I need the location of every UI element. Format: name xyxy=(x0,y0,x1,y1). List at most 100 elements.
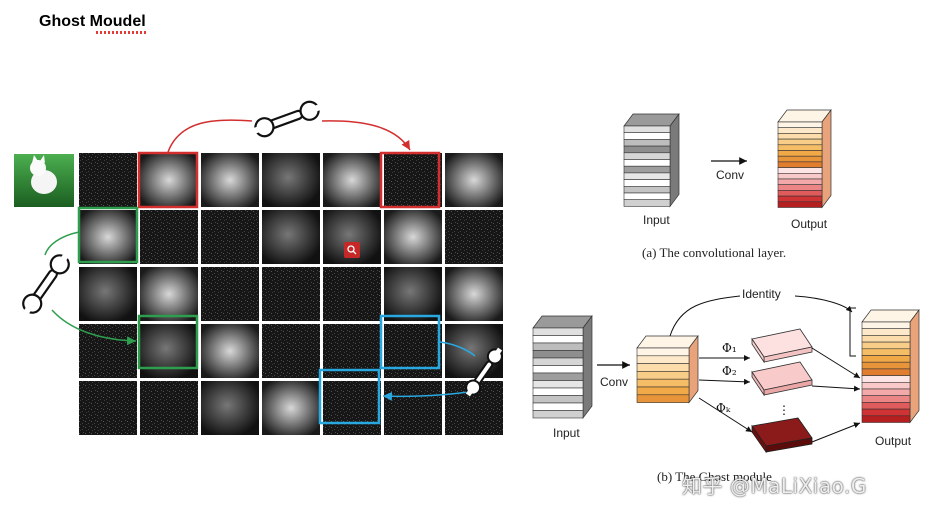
stack-layer xyxy=(778,139,822,145)
stack-layer xyxy=(637,356,689,364)
feature-map-tile xyxy=(384,381,442,435)
red-arrow-left xyxy=(168,120,252,152)
feature-map-tile xyxy=(384,210,442,264)
stack-layer xyxy=(624,200,670,207)
ghost-input-stack xyxy=(533,316,592,418)
stack-layer xyxy=(778,179,822,185)
phi2-label: Φ₂ xyxy=(722,364,737,378)
to-output-1 xyxy=(812,348,860,378)
stack-layer xyxy=(778,133,822,139)
feature-map-tile xyxy=(323,153,381,207)
stack-layer xyxy=(862,342,910,349)
feature-map-tile xyxy=(201,210,259,264)
ellipsis-dots: ⋮ xyxy=(778,403,790,417)
stack-side-face xyxy=(689,336,698,403)
feature-map-tile xyxy=(201,267,259,321)
stack-layer xyxy=(533,336,583,344)
feature-map-tile xyxy=(323,381,381,435)
feature-map-tile xyxy=(79,381,137,435)
wrench-icon xyxy=(250,98,324,140)
feature-map-tile xyxy=(262,153,320,207)
stack-layer xyxy=(624,133,670,140)
stack-layer xyxy=(624,153,670,160)
stack-layer xyxy=(533,373,583,381)
phi2-arrow xyxy=(699,380,750,382)
stack-layer xyxy=(637,395,689,403)
watermark: 知乎 @MaLiXiao.G xyxy=(682,470,867,499)
identity-arc-left xyxy=(670,296,740,336)
stack-layer xyxy=(533,358,583,366)
stack-top-face xyxy=(533,316,592,328)
wrench-icon xyxy=(18,249,74,318)
feature-map-tile xyxy=(140,267,198,321)
stack-side-face xyxy=(670,114,679,206)
stack-layer xyxy=(778,168,822,174)
feature-map-tile xyxy=(79,210,137,264)
stack-layer xyxy=(862,409,910,416)
stack-layer xyxy=(624,186,670,193)
stack-layer xyxy=(533,343,583,351)
feature-map-tile xyxy=(262,267,320,321)
feature-map-tile xyxy=(445,210,503,264)
stack-layer xyxy=(862,402,910,409)
feature-map-tile xyxy=(384,267,442,321)
stack-layer xyxy=(778,202,822,208)
stack-top-face xyxy=(624,114,679,126)
stack-layer xyxy=(624,173,670,180)
conv-output-stack xyxy=(778,110,831,208)
green-arrow-up xyxy=(45,232,79,255)
conv-input-label: Input xyxy=(643,213,670,227)
stack-layer xyxy=(533,328,583,336)
stack-layer xyxy=(533,396,583,404)
stack-layer xyxy=(624,160,670,167)
stack-layer xyxy=(778,122,822,128)
feature-map-tile xyxy=(79,267,137,321)
stack-layer xyxy=(862,396,910,403)
stack-layer xyxy=(637,364,689,372)
stack-layer xyxy=(624,166,670,173)
stack-layer xyxy=(624,139,670,146)
stack-layer xyxy=(778,156,822,162)
feature-map-tile xyxy=(140,210,198,264)
stack-layer xyxy=(862,382,910,389)
stack-layer xyxy=(533,351,583,359)
stack-layer xyxy=(624,126,670,133)
ghost-op-label: Conv xyxy=(600,375,628,389)
identity-label: Identity xyxy=(742,287,781,301)
conv-output-label: Output xyxy=(791,217,828,231)
ghost-output-label: Output xyxy=(875,434,912,448)
stack-layer xyxy=(533,381,583,389)
identity-bracket xyxy=(850,308,856,356)
stack-layer xyxy=(862,329,910,336)
stack-layer xyxy=(862,335,910,342)
stack-side-face xyxy=(910,310,919,423)
red-arrow-right xyxy=(322,121,410,150)
feature-map-tile xyxy=(262,381,320,435)
conv-op-label: Conv xyxy=(716,168,744,182)
feature-map-tile xyxy=(140,153,198,207)
feature-map-tile xyxy=(201,153,259,207)
phi1-label: Φ₁ xyxy=(722,341,737,355)
feature-map-tile xyxy=(201,324,259,378)
stack-layer xyxy=(778,151,822,157)
stack-layer xyxy=(778,196,822,202)
stack-layer xyxy=(778,145,822,151)
to-output-2 xyxy=(812,386,860,389)
stack-layer xyxy=(862,416,910,423)
feature-map-tile xyxy=(262,210,320,264)
stack-layer xyxy=(637,387,689,395)
to-output-k xyxy=(812,423,860,442)
feature-map-tile xyxy=(79,324,137,378)
stack-layer xyxy=(637,371,689,379)
feature-map-tile xyxy=(384,324,442,378)
conv-input-stack xyxy=(624,114,679,206)
feature-map-tile xyxy=(140,324,198,378)
feature-map-tile xyxy=(79,153,137,207)
ghost-feature-1 xyxy=(752,329,812,362)
stack-side-face xyxy=(822,110,831,208)
stack-layer xyxy=(862,349,910,356)
stack-layer xyxy=(637,348,689,356)
stack-layer xyxy=(533,388,583,396)
stack-layer xyxy=(533,411,583,419)
ghost-output-stack xyxy=(862,310,919,423)
